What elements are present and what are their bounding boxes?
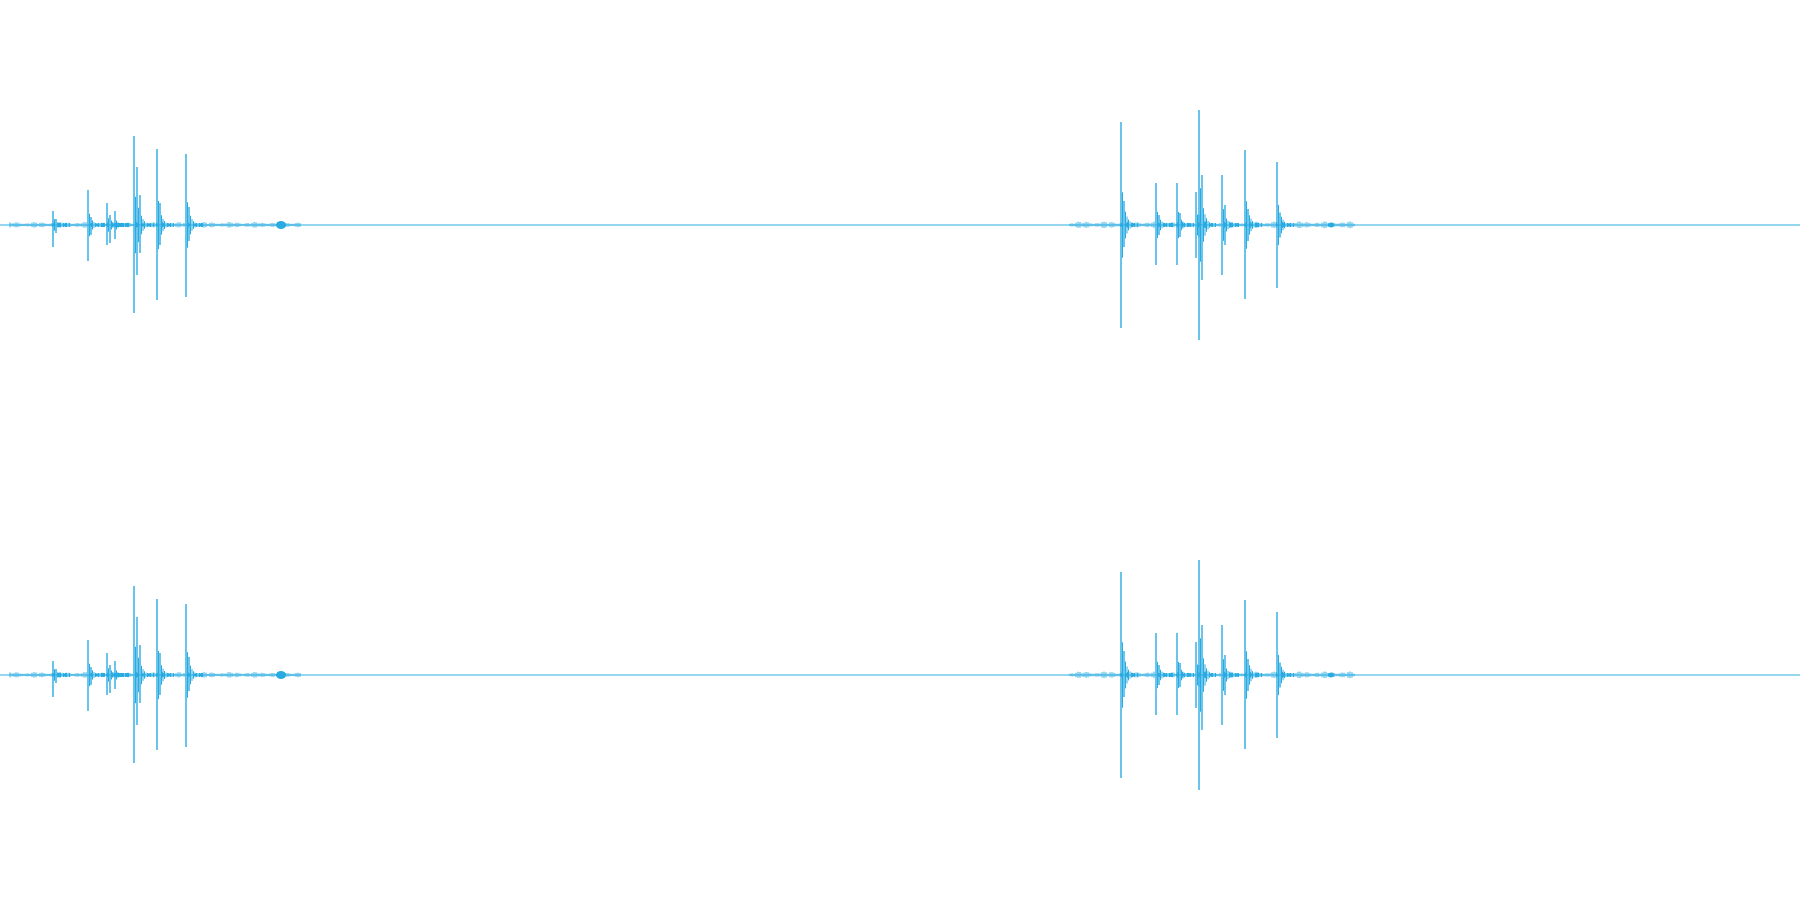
waveform-blip [1328, 672, 1334, 678]
waveform-blip [276, 221, 286, 229]
waveform-blip [276, 671, 286, 679]
waveform-channel-left [0, 110, 1800, 340]
waveform-blip [1328, 222, 1334, 228]
waveform-channel-right [0, 560, 1800, 790]
